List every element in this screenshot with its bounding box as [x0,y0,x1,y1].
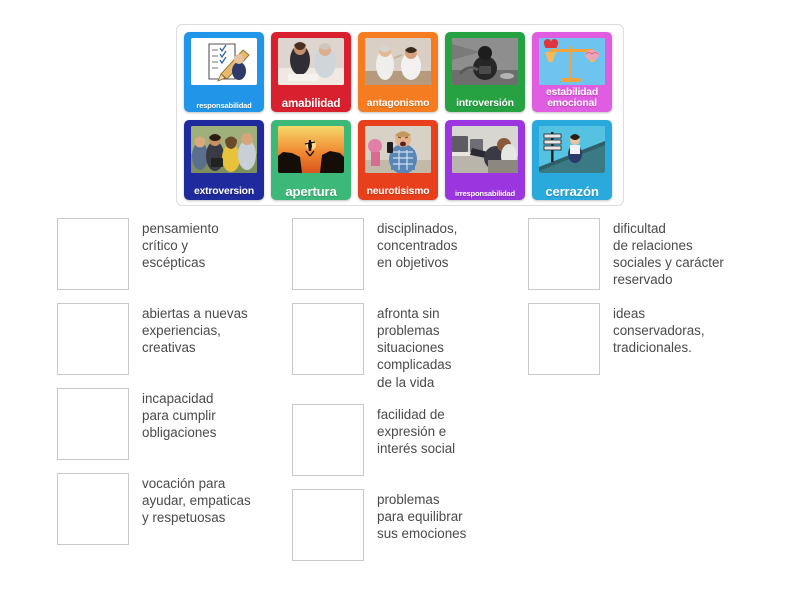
tile-label: extroversion [194,186,254,198]
answer-text: afronta sin problemas situaciones compli… [377,306,452,390]
answer-item: afronta sin problemas situaciones compli… [292,303,527,391]
feet-on-desk-office-photo [452,126,518,173]
checklist-pencil-icon [191,38,257,85]
cliff-jump-sunset-photo [278,126,344,173]
answer-item: problemas para equilibrar sus emociones [292,488,527,561]
tile-label: amabilidad [281,97,341,111]
tile-responsabilidad[interactable]: responsabilidad [184,32,264,112]
answer-text: pensamiento crítico y escépticas [142,221,219,271]
group-of-friends-photo [191,126,257,173]
drop-zone[interactable] [57,473,129,545]
answer-item: vocación para ayudar, empaticas y respet… [57,473,292,545]
answer-text: vocación para ayudar, empaticas y respet… [142,476,251,526]
tile-cerrazón[interactable]: cerrazón [532,120,612,200]
tile-label: responsabilidad [196,101,252,111]
tile-irresponsabilidad[interactable]: irresponsabilidad [445,120,525,200]
answer-text: incapacidad para cumplir obligaciones [142,391,217,441]
tile-amabilidad[interactable]: amabilidad [271,32,351,112]
tile-label: apertura [285,183,337,199]
tile-label: neurotisismo [366,186,430,198]
tile-apertura[interactable]: apertura [271,120,351,200]
drop-zone[interactable] [292,218,364,290]
tile-label: estabilidad emocional [545,86,599,109]
drop-zone[interactable] [528,218,600,290]
answer-text: facilidad de expresión e interés social [377,406,456,457]
tile-label: cerrazón [545,183,599,199]
blocked-signpost-icon [539,126,605,173]
answer-text: disciplinados, concentrados en objetivos [377,221,458,271]
drop-zone[interactable] [292,403,364,476]
drop-zone[interactable] [292,303,364,375]
tile-neurotisismo[interactable]: neurotisismo [358,120,438,200]
arguing-couple-photo [365,38,431,85]
answer-item: facilidad de expresión e interés social [292,403,527,476]
drop-zone[interactable] [57,303,129,375]
answer-text: ideas conservadoras, tradicionales. [613,306,705,356]
answer-item: dificultad de relaciones sociales y cará… [528,218,790,290]
tile-label: irresponsabilidad [455,189,515,199]
answer-text: problemas para equilibrar sus emociones [377,491,467,542]
tile-antagonismo[interactable]: antagonismo [358,32,438,112]
answer-item: pensamiento crítico y escépticas [57,218,292,290]
tile-label: introversión [456,98,514,110]
tile-estabilidad-emocional[interactable]: estabilidad emocional [532,32,612,112]
answer-column-3: dificultad de relaciones sociales y cará… [528,218,790,388]
drop-zone[interactable] [57,218,129,290]
tile-introversión[interactable]: introversión [445,32,525,112]
answer-text: dificultad de relaciones sociales y cará… [613,221,724,288]
answer-item: ideas conservadoras, tradicionales. [528,303,790,375]
tile-extroversion[interactable]: extroversion [184,120,264,200]
drop-zone[interactable] [292,488,364,561]
answer-column-2: disciplinados, concentrados en objetivos… [292,218,527,574]
answer-text: abiertas a nuevas experiencias, creativa… [142,306,248,356]
lonely-person-greyscale-photo [452,38,518,85]
tile-row-1: responsabilidad amabilidad antagonismo [184,32,612,112]
answer-column-1: pensamiento crítico y escépticas abiertas… [57,218,292,558]
drop-zone[interactable] [528,303,600,375]
answer-item: incapacidad para cumplir obligaciones [57,388,292,460]
heart-brain-balance-scale-icon [539,38,605,85]
answer-item: abiertas a nuevas experiencias, creativa… [57,303,292,375]
angry-man-phone-photo [365,126,431,173]
answer-item: disciplinados, concentrados en objetivos [292,218,527,290]
tile-row-2: extroversion apertura neurotisismo [184,120,612,200]
drop-zone[interactable] [57,388,129,460]
tile-bank-container: responsabilidad amabilidad antagonismo [176,24,624,206]
tile-label: antagonismo [366,98,430,110]
two-women-talking-photo [278,38,344,85]
